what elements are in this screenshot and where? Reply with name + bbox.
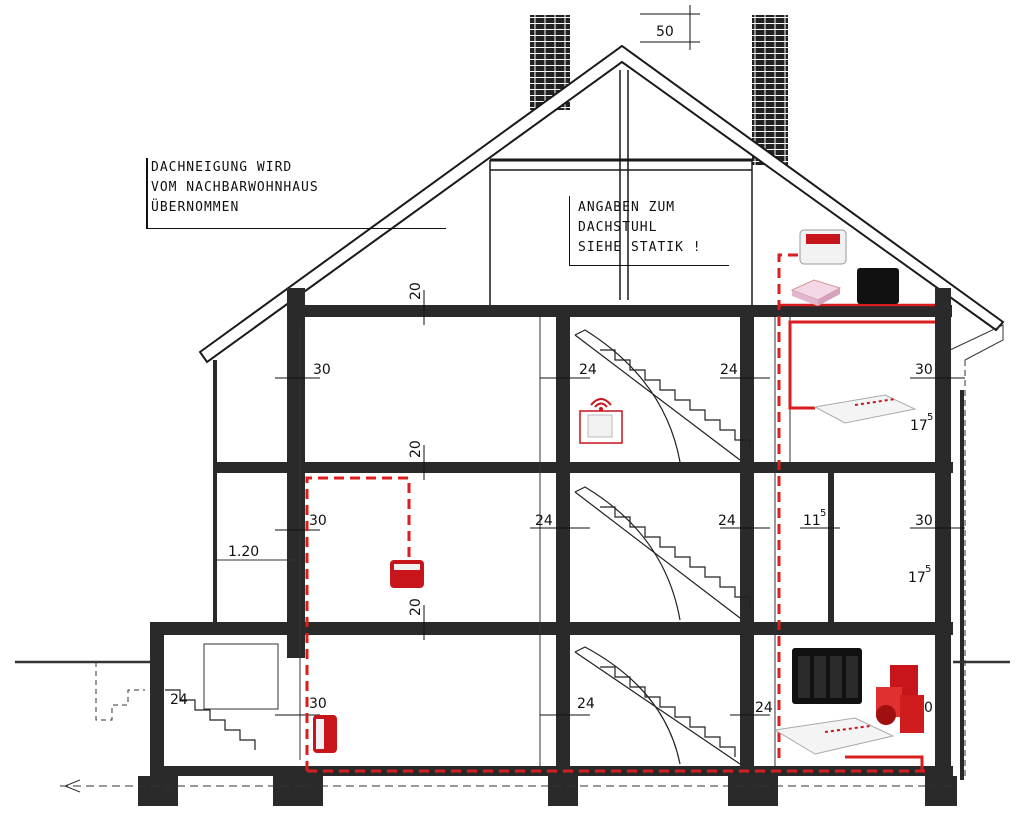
dim-inner-partition-sup: 5 (820, 508, 826, 519)
roof-truss-line-2: DACHSTUHL (578, 220, 658, 235)
foundations (138, 776, 957, 806)
dim-mid-thickness: 17 (908, 570, 926, 586)
product-box-icon[interactable] (876, 665, 924, 733)
dim-stair-lower: 24 (577, 696, 595, 712)
roof-pitch-bracket (146, 158, 148, 228)
mini-pc-icon[interactable] (790, 279, 842, 306)
chimney-right (752, 15, 788, 165)
network-cables (305, 253, 935, 773)
dim-slab-upper: 20 (408, 440, 424, 458)
dim-slab-ground: 20 (408, 598, 424, 616)
guide-lines (15, 317, 1010, 793)
dim-wall-left-mid: 30 (309, 513, 327, 529)
dim-mid-thickness-sup: 5 (925, 564, 931, 575)
roof-truss-underline (569, 265, 729, 266)
roof-pitch-line-1: DACHNEIGUNG WIRD (151, 160, 293, 175)
roof-truss-line-1: ANGABEN ZUM (578, 200, 676, 215)
roof-truss-bracket (569, 196, 570, 266)
wifi-repeater-icon[interactable] (579, 398, 623, 444)
dim-upper-thickness-sup: 5 (927, 412, 933, 423)
dim-wall-right-upper: 24 (720, 362, 738, 378)
dim-lower-cut: 0 (924, 700, 933, 716)
router-icon[interactable] (773, 717, 895, 755)
powerline-adapter-icon[interactable] (390, 560, 424, 588)
roof-pitch-note: DACHNEIGUNG WIRD VOM NACHBARWOHNHAUS ÜBE… (151, 158, 319, 218)
dim-wall-left-lower: 30 (309, 696, 327, 712)
dimension-ticks (275, 290, 965, 716)
dim-outer-right-mid: 30 (915, 513, 933, 529)
cable-powerline-loop (305, 476, 411, 771)
dim-top: 50 (656, 24, 674, 40)
cable-cellar-router (845, 755, 924, 771)
cable-upper-router (788, 320, 935, 410)
top-dimension (640, 5, 700, 50)
dim-upper-thickness: 17 (910, 418, 928, 434)
powerline-adapter-icon[interactable] (313, 715, 337, 753)
dim-wall-left-upper: 30 (313, 362, 331, 378)
roof-pitch-line-2: VOM NACHBARWOHNHAUS (151, 180, 319, 195)
dim-slab-attic: 20 (408, 282, 424, 300)
nas-icon[interactable] (792, 648, 862, 704)
cable-riser (777, 253, 798, 760)
roof-pitch-underline (146, 228, 446, 229)
interior-walls (556, 317, 834, 767)
dim-inner-partition: 11 (803, 513, 821, 529)
dim-stair-upper: 24 (579, 362, 597, 378)
dim-wall-right-mid: 24 (718, 513, 736, 529)
roof-truss-note: ANGABEN ZUM DACHSTUHL SIEHE STATIK ! (578, 198, 702, 258)
staircases (165, 329, 751, 765)
router-icon[interactable] (799, 229, 847, 265)
roof-truss-line-3: SIEHE STATIK ! (578, 240, 702, 255)
dim-window-width: 1.20 (228, 544, 259, 560)
dim-cellar-stair: 24 (170, 692, 188, 708)
roof-pitch-line-3: ÜBERNOMMEN (151, 200, 240, 215)
router-icon[interactable] (813, 394, 917, 424)
nas-icon[interactable] (857, 268, 899, 304)
dim-outer-right-upper: 30 (915, 362, 933, 378)
dim-wall-right-lower: 24 (755, 700, 773, 716)
dim-stair-mid-left: 24 (535, 513, 553, 529)
roof (198, 44, 1005, 364)
